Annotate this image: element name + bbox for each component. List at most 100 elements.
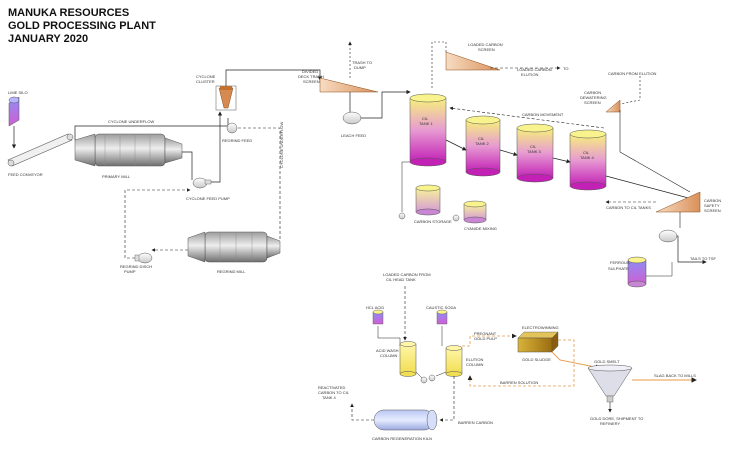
line-cyclone-underflow-dashed [238,127,281,240]
label-cil-tank-4a: CIL [583,150,590,155]
label-cyclone-feed-pump: CYCLONE FEED PUMP [186,196,230,201]
cyanide-pump [452,214,460,222]
regrind-mill [187,231,281,263]
label-to: TO [563,66,568,71]
line-carbon-from-elution [619,76,641,105]
cyanide-mixing-tank [463,200,487,224]
carbon-regeneration-kiln [373,409,438,431]
loaded-carbon-screen [445,51,501,71]
elution-column [445,345,463,377]
label-cil-tank-1b: TANK 1 [419,121,433,126]
line-reactivated-carbon [350,403,374,421]
title-date: JANUARY 2020 [8,33,89,45]
label-cil-tank-4b: TANK 4 [580,155,594,160]
label-cil-tank-3b: TANK 3 [527,149,541,154]
trash-screen [319,77,379,93]
label-regrind-mill: REGRIND MILL [217,269,246,274]
label-dewatering-2: DEWATERING [580,95,607,100]
label-reactivated-3: TANK 4 [322,395,336,400]
carbon-safety-screen [655,191,701,213]
label-cyclone-cluster-2: CLUSTER [196,79,215,84]
label-gold-sludge: GOLD SLUDGE [522,357,551,362]
label-acid-wash-2: COLUMN [380,353,397,358]
line-regrind-return [124,188,191,259]
label-carbon-movement: CARBON MOVEMENT [522,112,564,117]
label-tails-to-tsf: TAILS TO TSF [690,256,716,261]
line-tank1-tank2 [445,139,467,151]
label-carbon-storage: CARBON STORAGE [414,219,452,224]
line-dewatering-out [619,110,691,193]
line-pump-to-elution [435,371,447,377]
label-electrowinning: ELECTROWINNING [522,325,559,330]
label-caustic-soda: CAUSTIC SODA [426,305,456,310]
label-leach-feed: LEACH FEED [341,133,366,138]
label-cil-tank-2b: TANK 2 [475,141,489,146]
label-dewatering-1: CARBON [584,90,601,95]
label-reactivated-2: CARBON TO CIL [318,390,350,395]
label-safety-screen-1: CARBON [704,198,721,203]
line-acid-to-pump [415,371,423,379]
label-loaded-carbon-screen-1: LOADED CARBON [468,42,503,47]
carbon-dewatering-screen [605,99,621,113]
title-company: MANUKA RESOURCES [8,7,130,19]
line-tank3-tank4 [552,157,571,164]
cil-tank-4 [569,129,607,191]
label-loaded-carbon-screen-2: SCREEN [478,47,495,52]
elution-pumps [420,374,436,384]
hcl-acid-tank [372,309,384,325]
feed-conveyor [7,133,74,167]
label-cil-tank-2a: CIL [478,136,485,141]
label-cyclone-underflow-side: CYCLONE UNDERFLOW [279,122,284,168]
electrowinning-cell [517,331,559,353]
ferrous-sulphate-tank [627,256,647,288]
line-barren-carbon [439,376,455,422]
label-gold-dore-1: GOLD DORE, SHIPMENT TO [590,416,643,421]
cyclone-cluster [215,85,237,111]
line-cyclone-underflow [74,118,229,140]
label-barren-carbon: BARREN CARBON [458,420,493,425]
label-primary-mill: PRIMARY MILL [102,174,131,179]
label-regrind-disch-2: PUMP [124,269,136,274]
title-plant: GOLD PROCESSING PLANT [8,20,156,32]
label-hcl-acid: HCL ACID [366,305,384,310]
label-ferrous-1: FERROUS [610,260,630,265]
label-feed-conveyor: FEED CONVEYOR [8,172,43,177]
label-lime-silo: LIME SILO [8,90,28,95]
label-gold-smelt: GOLD SMELT [594,359,620,364]
label-cyanide-mixing: CYANIDE MIXING [464,226,497,231]
label-reactivated-1: REACTIVATED [318,385,346,390]
cil-tank-3 [516,123,554,183]
line-leach-feed [361,89,411,119]
label-pregnant-1: PREGNANT [474,331,497,336]
label-dsm-screen-3: SCREEN [303,79,320,84]
lime-silo [8,96,20,149]
line-tank4-to-safety [605,175,697,201]
label-kiln: CARBON REGENERATION KILN [372,436,432,441]
regrind-feed-pump [226,122,238,134]
line-pregnant-pulp [462,333,517,347]
line-barren-solution [467,339,575,387]
label-acid-wash-1: ACID WASH [376,348,399,353]
label-pregnant-2: GOLD PULP [474,336,497,341]
label-safety-screen-3: SCREEN [704,208,721,213]
label-cil-tank-3a: CIL [530,144,537,149]
cil-tank-2 [465,115,501,177]
regrind-disch-pump [134,252,153,264]
label-trash-to-dump-1: TRASH TO [352,60,372,65]
line-cyclone-overflow [225,69,323,86]
label-elution-2: COLUMN [466,362,483,367]
tails-pump [658,229,678,243]
label-loaded-carbon-elution-2: ELUTION [521,72,538,77]
label-loaded-carbon-cil-1: LOADED CARBON FROM [383,272,431,277]
line-tank2-tank3 [499,149,518,157]
line-ferrous [646,262,673,277]
label-ferrous-2: SULPHATE [608,266,629,271]
cyclone-feed-pump [192,177,212,189]
cil-tank-1 [409,93,447,167]
leach-feed-pump [342,111,362,125]
carbon-storage-tank [415,184,441,216]
line-to-loaded-screen [431,41,447,88]
label-regrind-disch-1: REGRIND DISCH [120,264,152,269]
